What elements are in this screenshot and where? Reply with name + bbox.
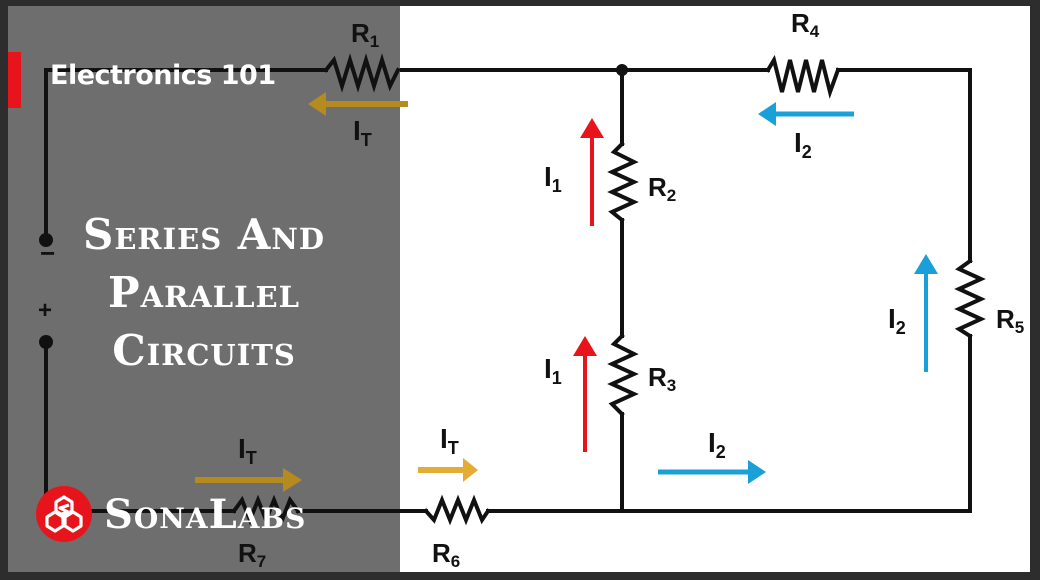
arrow-i2-top-head <box>758 102 776 126</box>
resistor-r1-overlay <box>323 53 401 93</box>
hexagon-s-logo-icon <box>36 486 92 542</box>
label-r5: R5 <box>996 304 1024 337</box>
battery-plus-sign: + <box>38 297 52 324</box>
label-i1-upper: I1 <box>544 161 562 196</box>
resistor-r6 <box>423 494 491 526</box>
junction-node <box>616 64 628 76</box>
resistor-r5 <box>954 258 986 339</box>
label-i1-lower: I1 <box>544 353 562 388</box>
brand-lockup: SonaLabs <box>36 486 306 542</box>
label-it-top: IT <box>353 115 372 150</box>
label-r7: R7 <box>238 538 266 571</box>
circuit-diagram: R2 R3 R4 R5 R6 IT I1 I1 I2 I2 I2 <box>44 8 1024 571</box>
label-i2-bottom: I2 <box>708 427 726 462</box>
label-i2-right: I2 <box>888 303 906 338</box>
series-name: Electronics 101 <box>50 60 276 91</box>
arrow-i2-bottom-head <box>748 460 766 484</box>
arrow-it-bottom-left-head <box>283 468 302 492</box>
resistor-r7 <box>231 494 301 526</box>
arrow-it-bottom-right-head <box>463 458 478 482</box>
title-line-1: Series And <box>82 210 325 259</box>
label-r4: R4 <box>791 8 820 41</box>
label-r1: R1 <box>351 18 379 51</box>
series-accent-bar <box>8 52 21 108</box>
resistor-r4 <box>765 54 841 99</box>
battery-terminal-negative <box>39 233 53 247</box>
battery-terminal-positive <box>39 335 53 349</box>
circuit-canvas: R2 R3 R4 R5 R6 IT I1 I1 I2 I2 I2 <box>8 6 1030 572</box>
title-line-3: Circuits <box>112 326 296 375</box>
current-arrows-right <box>418 102 938 484</box>
label-it-bottom-left: IT <box>238 433 257 468</box>
label-i2-top: I2 <box>794 127 812 162</box>
arrow-i2-right-head <box>914 254 938 274</box>
label-r2: R2 <box>648 172 676 205</box>
resistor-r2 <box>607 141 639 223</box>
label-r3: R3 <box>648 362 676 395</box>
arrow-i1-lower-head <box>573 336 597 356</box>
brand-name: SonaLabs <box>104 490 307 538</box>
arrow-it-top-head <box>308 92 326 116</box>
circuit-diagram-left: − + R1 R7 IT IT <box>38 18 408 571</box>
wire-top-right <box>836 68 972 263</box>
title-line-2: Parallel <box>108 268 300 317</box>
arrow-i1-upper-head <box>580 118 604 138</box>
battery-minus-sign: − <box>40 238 55 268</box>
label-r6: R6 <box>432 538 460 571</box>
label-it-bottom-right: IT <box>440 423 459 458</box>
wire-right-lower <box>618 334 972 513</box>
resistor-r3 <box>607 333 639 417</box>
